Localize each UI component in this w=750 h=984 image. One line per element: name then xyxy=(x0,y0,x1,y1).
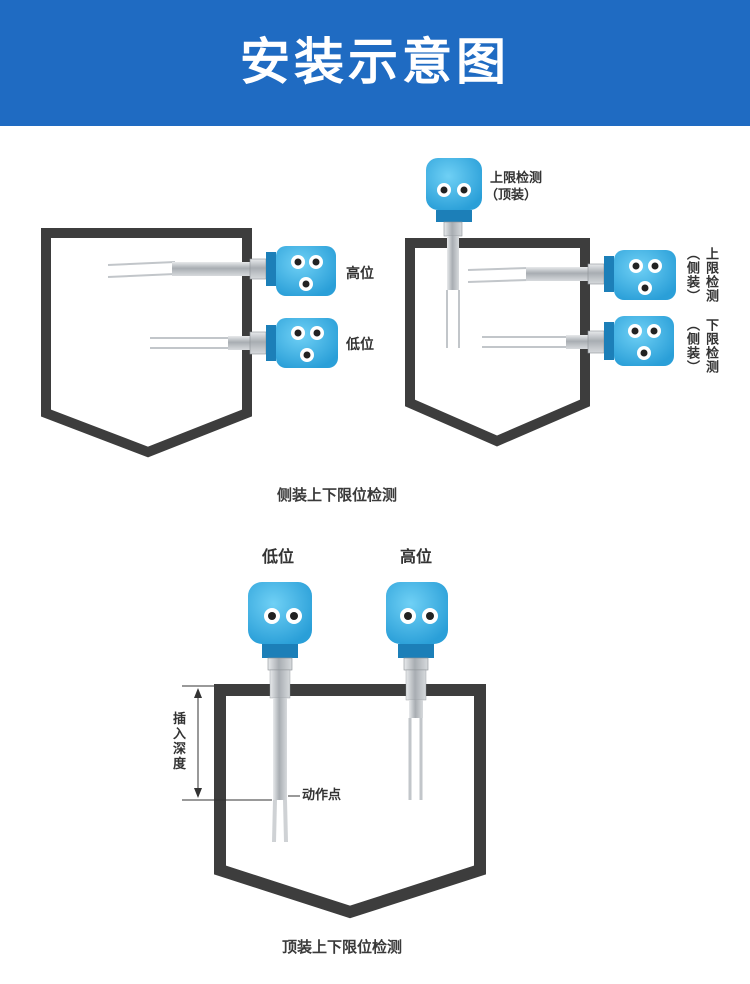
label-high-left: 高位 xyxy=(346,266,374,282)
page-title: 安装示意图 xyxy=(240,33,510,91)
top-sensor-high xyxy=(386,582,448,800)
label-lower-side-line1: 下限检测 xyxy=(703,318,718,374)
tank-right xyxy=(405,238,590,447)
top-sensor-low xyxy=(248,582,312,842)
label-lower-side-line2: （侧装） xyxy=(684,318,699,374)
label-action-point: 动作点 xyxy=(302,788,342,803)
label-top-upper-line2: （顶装） xyxy=(485,188,538,203)
side-sensor-lower-right xyxy=(482,316,674,366)
insertion-depth-dimension xyxy=(182,685,300,801)
caption-top-mount: 顶装上下限位检测 xyxy=(282,938,403,956)
tank-left xyxy=(41,228,252,458)
label-upper-side-line1: 上限检测 xyxy=(703,247,718,303)
side-sensor-upper-right xyxy=(467,250,676,300)
caption-side-mount: 侧装上下限位检测 xyxy=(277,486,398,504)
label-low-bottom: 低位 xyxy=(262,547,295,566)
side-sensor-high-left xyxy=(107,246,336,296)
label-top-upper-line1: 上限检测 xyxy=(490,171,543,186)
side-sensor-low-left xyxy=(150,318,338,368)
label-insertion-depth: 插入深度 xyxy=(173,712,187,772)
label-low-left: 低位 xyxy=(346,337,374,353)
label-upper-side-line2: （侧装） xyxy=(684,247,699,303)
label-high-bottom: 高位 xyxy=(400,547,433,566)
tank-bottom xyxy=(214,684,486,919)
top-sensor-upper-right xyxy=(426,158,482,348)
header-banner xyxy=(0,0,750,126)
